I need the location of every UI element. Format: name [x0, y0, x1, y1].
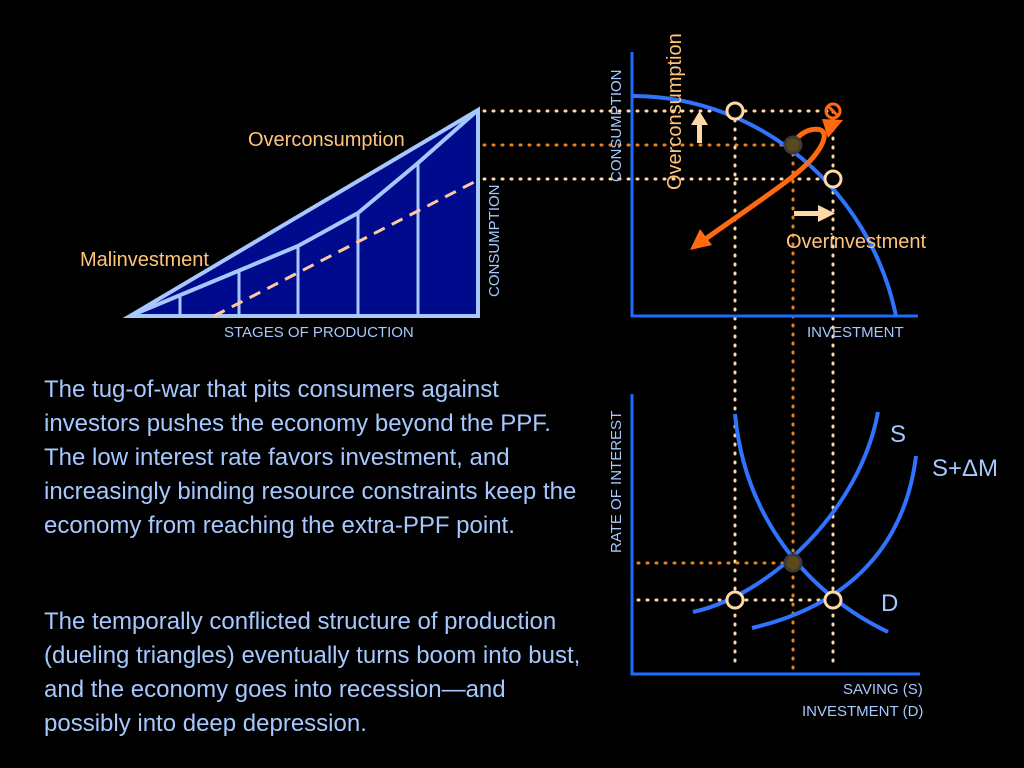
ppf-axes: [630, 52, 918, 318]
triangle-y-axis-label: CONSUMPTION: [486, 185, 503, 298]
triangle-x-axis-label: STAGES OF PRODUCTION: [224, 324, 414, 341]
ppf-point-consumption: [725, 101, 745, 121]
extra-ppf-point-icon: [824, 102, 842, 120]
up-arrow-icon: [691, 111, 708, 143]
up-arrow-head: [691, 111, 708, 125]
ppf-point-actual: [783, 135, 803, 155]
ppf-overconsumption-label: Overconsumption: [664, 33, 686, 190]
dashed-triangle-edge: [213, 178, 479, 318]
extra-ppf-point-ring: [824, 102, 842, 120]
up-arrow-shaft: [697, 121, 702, 143]
triangle-overconsumption-label: Overconsumption: [248, 129, 405, 151]
market-x-axis-label-saving: SAVING (S): [843, 681, 923, 698]
ppf-y-axis-label: CONSUMPTION: [608, 70, 625, 183]
supply-plus-money-label: S+ΔM: [932, 455, 998, 482]
supply-plus-money-curve: [751, 455, 918, 630]
triangle-area: [122, 106, 480, 318]
loanable-funds-panel: RATE OF INTEREST SAVING (S) INVESTMENT (…: [608, 394, 998, 720]
ppf-point-investment: [823, 169, 843, 189]
market-point-saving: [725, 590, 745, 610]
ppf-curve: [631, 94, 898, 317]
market-point-equilibrium: [783, 553, 803, 573]
extra-ppf-point-slash: [826, 104, 840, 118]
demand-curve-label: D: [881, 590, 898, 617]
supply-curve-label: S: [890, 421, 906, 448]
tug-of-war-arrowhead-lower: [690, 229, 712, 250]
right-arrow-shaft: [794, 211, 820, 216]
tug-of-war-arrowhead-upper: [822, 119, 843, 138]
malinvestment-shape: [129, 108, 480, 318]
explanation-paragraph-2: The temporally conflicted structure of p…: [44, 608, 581, 737]
tug-of-war-arrow: [701, 126, 827, 243]
supply-curve: [692, 411, 880, 614]
hayekian-triangle: Overconsumption Malinvestment STAGES OF …: [80, 106, 503, 341]
market-x-axis-label-investment: INVESTMENT (D): [802, 703, 923, 720]
market-axes: [630, 394, 920, 676]
ppf-x-axis-label: INVESTMENT: [807, 324, 904, 341]
ppf-panel: CONSUMPTION INVESTMENT Overconsumption O…: [608, 33, 926, 341]
market-point-investment: [823, 590, 843, 610]
ppf-overinvestment-label: Overinvestment: [786, 231, 926, 253]
market-y-axis-label: RATE OF INTEREST: [608, 411, 625, 553]
right-arrow-head: [818, 205, 835, 222]
demand-curve: [733, 413, 889, 634]
triangle-malinvestment-label: Malinvestment: [80, 249, 209, 271]
stage-dividers: [178, 163, 420, 316]
right-arrow-icon: [794, 205, 835, 222]
explanation-paragraph-1: The tug-of-war that pits consumers again…: [44, 376, 577, 539]
